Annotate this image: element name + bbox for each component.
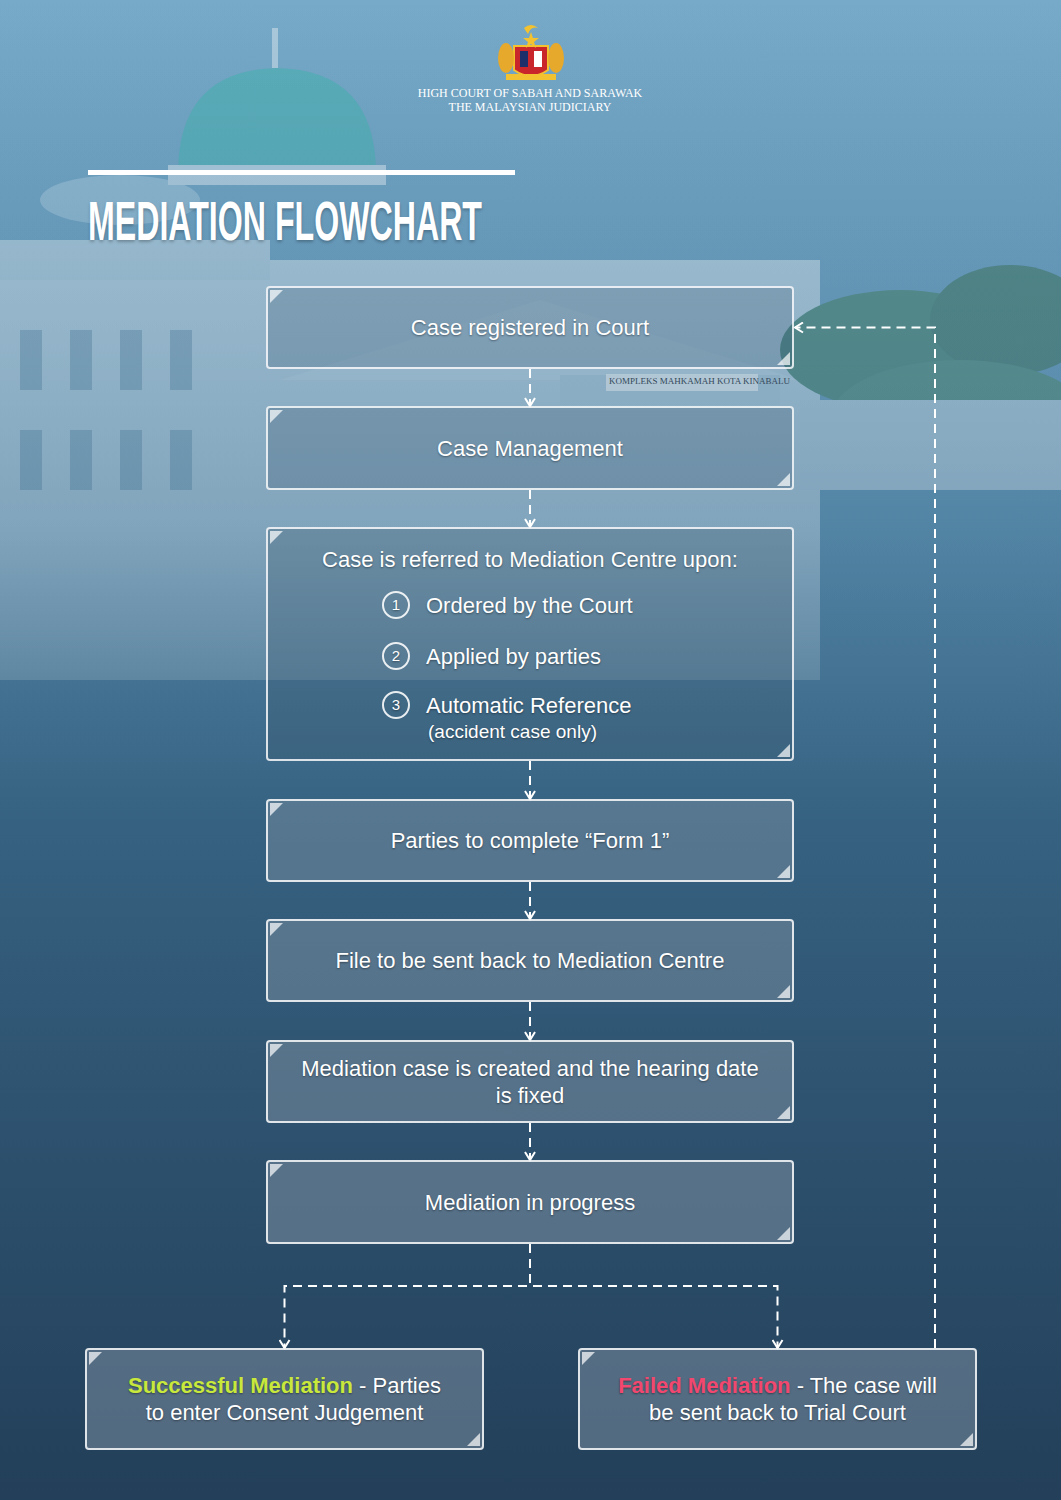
item-text: Automatic Reference: [426, 692, 631, 720]
box-text-group: Parties to complete “Form 1”: [391, 827, 670, 854]
dashed-connector: [529, 882, 531, 919]
item-note: (accident case only): [428, 721, 597, 743]
box-text: Case Management: [437, 435, 623, 462]
dashed-connector: [530, 1244, 778, 1348]
callout-number: 1: [384, 593, 408, 617]
box-text-group: Case registered in Court: [411, 314, 649, 341]
numbered-item: 2Applied by parties: [382, 642, 410, 670]
callout-number: 3: [384, 693, 408, 717]
process-box: Mediation in progress: [266, 1160, 794, 1244]
dashed-connector: [529, 490, 531, 527]
dashed-connector: [529, 1123, 531, 1160]
process-box: Parties to complete “Form 1”: [266, 799, 794, 882]
outcome-text: Failed Mediation - The case will be sent…: [610, 1372, 945, 1426]
header-text: THE MALAYSIAN JUDICIARY: [380, 100, 680, 114]
process-box: Mediation case is created and the hearin…: [266, 1040, 794, 1123]
box-text-group: Mediation case is created and the hearin…: [294, 1055, 766, 1109]
item-text: Applied by parties: [426, 643, 601, 671]
dashed-connector: [529, 761, 531, 799]
box-text: Mediation in progress: [425, 1189, 635, 1216]
outcome-status: Successful Mediation: [128, 1373, 353, 1398]
process-box: Case registered in Court: [266, 286, 794, 369]
box-heading: Case is referred to Mediation Centre upo…: [276, 546, 784, 573]
box-text-group: Mediation in progress: [425, 1189, 635, 1216]
box-text: File to be sent back to Mediation Centre: [336, 947, 725, 974]
outcome-text: Successful Mediation - Parties to enter …: [117, 1372, 452, 1426]
callout-number: 2: [384, 644, 408, 668]
header-text: HIGH COURT OF SABAH AND SARAWAK: [380, 86, 680, 100]
outcome-box: Failed Mediation - The case will be sent…: [578, 1348, 977, 1450]
box-text: Case registered in Court: [411, 314, 649, 341]
dashed-connector: [795, 328, 935, 1349]
building-sign: KOMPLEKS MAHKAMAH KOTA KINABALU: [609, 376, 755, 387]
numbered-item: 3Automatic Reference(accident case only): [382, 691, 410, 719]
box-text-group: Case Management: [437, 435, 623, 462]
diagram-title: MEDIATION FLOWCHART: [88, 194, 482, 249]
numbered-item: 1Ordered by the Court: [382, 591, 410, 619]
box-text: Mediation case is created and the hearin…: [294, 1055, 766, 1109]
process-box: File to be sent back to Mediation Centre: [266, 919, 794, 1002]
box-text-group: File to be sent back to Mediation Centre: [336, 947, 725, 974]
referral-box: Case is referred to Mediation Centre upo…: [266, 527, 794, 761]
outcome-box: Successful Mediation - Parties to enter …: [85, 1348, 484, 1450]
process-box: Case Management: [266, 406, 794, 490]
dashed-connector: [529, 369, 531, 406]
outcome-status: Failed Mediation: [618, 1373, 790, 1398]
item-text: Ordered by the Court: [426, 592, 633, 620]
box-text: Parties to complete “Form 1”: [391, 827, 670, 854]
dashed-connector: [529, 1002, 531, 1040]
dashed-connector: [285, 1244, 531, 1348]
